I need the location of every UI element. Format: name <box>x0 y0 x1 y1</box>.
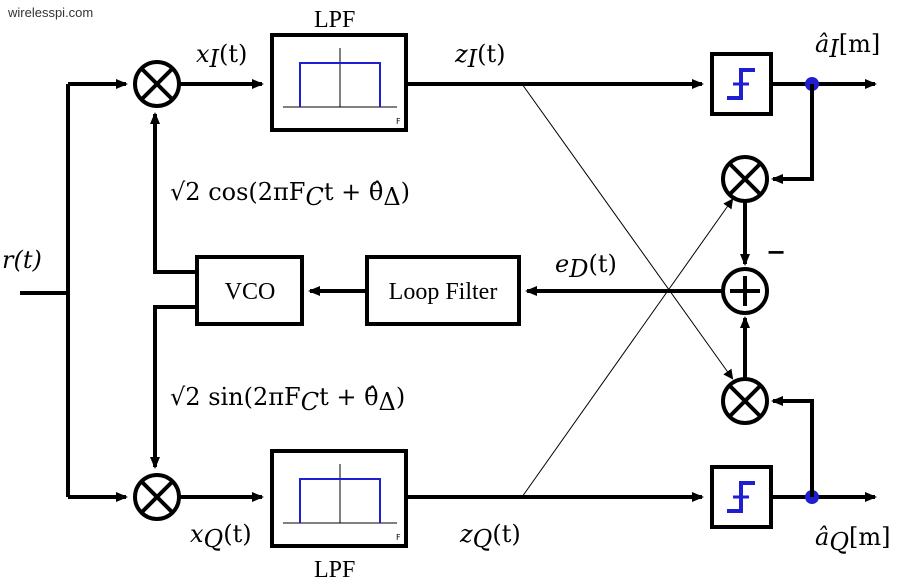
zi-cross-line <box>521 83 734 380</box>
sin-expression: √2 sin(2πFCt + θ̂Δ) <box>170 383 405 416</box>
lpf-top-response-icon <box>299 62 381 107</box>
aq-label: âQ[m] <box>815 523 890 556</box>
cos-expression: √2 cos(2πFCt + θ̂Δ) <box>170 178 410 211</box>
bottom-mixer-icon <box>133 473 181 521</box>
upper-error-mixer-icon <box>721 155 769 203</box>
lpf-top-block: F <box>270 33 408 132</box>
ai-feedback-line <box>771 84 814 184</box>
lpf-bottom-title: LPF <box>314 557 355 583</box>
zq-label: zQ(t) <box>459 520 521 553</box>
ed-label: eD(t) <box>555 250 617 283</box>
vco-sin-line <box>150 305 197 469</box>
minus-sign: − <box>766 237 786 266</box>
top-mixer-icon <box>133 60 181 108</box>
vco-block: VCO <box>195 255 304 326</box>
lpf-bottom-response-icon <box>299 478 381 523</box>
svg-text:Loop Filter: Loop Filter <box>389 279 498 305</box>
lpf-bottom-block: F <box>270 449 408 548</box>
svg-text:VCO: VCO <box>225 279 276 305</box>
lpf-top-title: LPF <box>314 7 355 33</box>
ai-label: âI[m] <box>815 30 880 63</box>
lower-error-mixer-icon <box>721 377 769 425</box>
svg-text:F: F <box>396 533 401 542</box>
loop-filter-block: Loop Filter <box>365 255 521 326</box>
vco-cos-line <box>150 112 197 274</box>
summer-icon <box>721 267 769 315</box>
svg-text:F: F <box>396 117 401 126</box>
zi-label: zI(t) <box>454 40 506 73</box>
bottom-slicer-block <box>710 465 773 529</box>
xq-label: xQ(t) <box>190 520 252 553</box>
xi-label: xI(t) <box>196 40 247 73</box>
aq-feedback-line <box>771 396 814 497</box>
zq-cross-line <box>521 198 734 498</box>
top-slicer-block <box>710 52 773 116</box>
watermark: wirelesspi.com <box>7 5 93 20</box>
input-label: r(t) <box>2 246 42 274</box>
